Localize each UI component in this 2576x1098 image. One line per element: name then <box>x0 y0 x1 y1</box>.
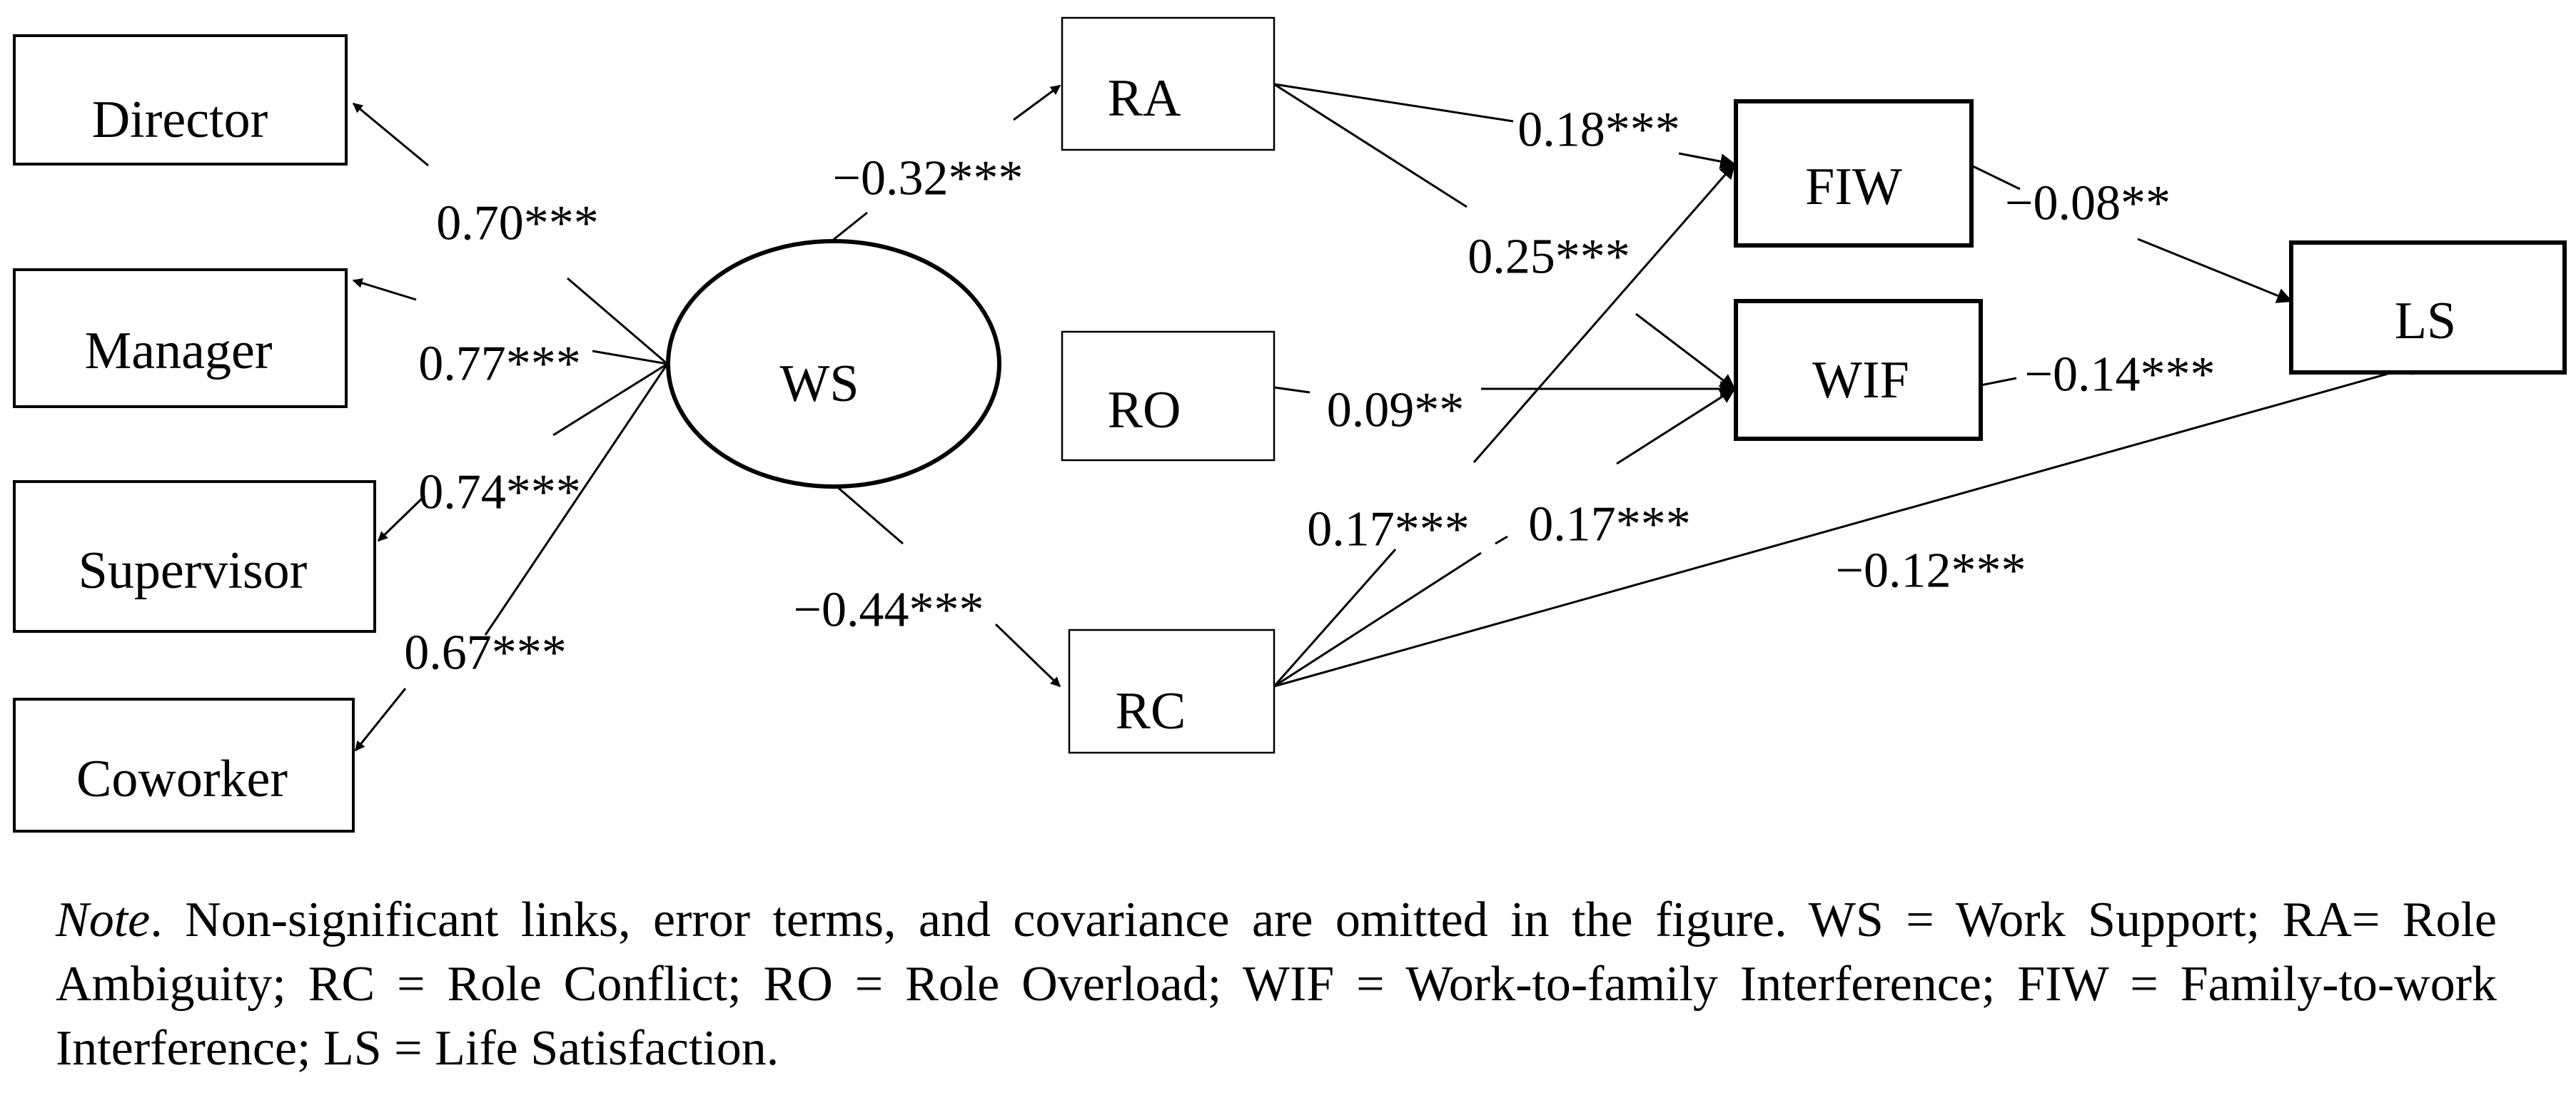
edge-rc-fiw <box>1473 163 1736 463</box>
node-coworker-label: Coworker <box>76 750 288 808</box>
edge-ws-director-lower <box>567 277 668 365</box>
figure-note: Note. Non-significant links, error terms… <box>56 888 2497 1081</box>
coef-ws-manager: 0.77*** <box>418 337 581 392</box>
node-ls <box>2289 240 2567 375</box>
coef-wif-ls: −0.14*** <box>2025 347 2216 402</box>
edge-ws-supervisor <box>377 494 426 542</box>
coef-ws-supervisor: 0.74*** <box>418 465 581 520</box>
coef-ws-director: 0.70*** <box>436 196 599 251</box>
coef-ws-coworker: 0.67*** <box>404 626 567 681</box>
note-text: . Non-significant links, error terms, an… <box>56 893 2497 1076</box>
coef-rc-wif: 0.17*** <box>1528 497 1691 552</box>
node-wif <box>1734 299 1983 441</box>
edge-wif-ls-left <box>1980 377 2017 387</box>
coef-ws-ra: −0.32*** <box>833 151 1024 206</box>
edge-ws-coworker-upper <box>484 363 669 636</box>
edge-fiw-ls <box>2137 238 2293 303</box>
coef-ro-wif: 0.09** <box>1327 383 1465 438</box>
node-ws-label: WS <box>780 355 859 413</box>
edge-ra-fiw <box>1273 83 1514 123</box>
node-director <box>13 34 348 166</box>
node-rc-label: RC <box>1116 682 1186 741</box>
coef-rc-fiw: 0.17*** <box>1307 502 1470 557</box>
edge-rc-wif-mid <box>1495 535 1508 545</box>
coef-ra-wif: 0.25*** <box>1468 230 1630 285</box>
node-fiw <box>1734 99 1974 248</box>
edge-rc-wif <box>1616 387 1736 465</box>
edge-ws-manager-lower <box>592 350 668 365</box>
edge-ws-ra <box>1013 84 1061 121</box>
edge-ws-director <box>352 102 429 167</box>
edge-rc-fiw-lower <box>1273 549 1397 687</box>
edge-ws-ra-lower <box>831 211 868 243</box>
note-lead: Note <box>56 893 151 947</box>
node-ws <box>666 239 1001 489</box>
coef-ws-rc: −0.44*** <box>794 583 984 638</box>
edge-rc-wif-lower <box>1273 551 1482 688</box>
edge-ro-wif <box>1273 386 1310 394</box>
node-supervisor-label: Supervisor <box>79 542 308 600</box>
node-manager-label: Manager <box>85 322 273 380</box>
coef-rc-ls: −0.12*** <box>1836 544 2026 599</box>
edge-ws-rc-upper <box>834 484 904 545</box>
edge-ra-wif-head <box>1635 312 1736 390</box>
edge-fiw-ls-upper <box>1971 164 2021 190</box>
node-manager <box>13 268 348 408</box>
node-wif-label: WIF <box>1812 351 1909 410</box>
edge-ws-rc <box>994 623 1061 688</box>
edge-ra-fiw-head <box>1678 152 1737 170</box>
node-ro-label: RO <box>1108 381 1181 439</box>
node-ra <box>1061 16 1276 151</box>
edge-ws-coworker <box>354 688 407 752</box>
path-diagram: Director Manager Supervisor Coworker WS … <box>13 16 2567 833</box>
node-supervisor <box>13 480 376 633</box>
edge-ws-manager <box>352 278 417 301</box>
node-ls-label: LS <box>2395 292 2456 350</box>
edge-rc-ls <box>1273 360 2425 688</box>
node-director-label: Director <box>92 91 268 149</box>
node-fiw-label: FIW <box>1805 158 1902 216</box>
coef-fiw-ls: −0.08** <box>2005 176 2171 231</box>
edge-ra-wif <box>1273 83 1468 208</box>
node-rc <box>1068 629 1276 754</box>
node-coworker <box>13 698 355 833</box>
node-ro <box>1061 330 1276 462</box>
coef-ra-fiw: 0.18*** <box>1517 103 1680 158</box>
node-ra-label: RA <box>1108 69 1181 128</box>
edge-ws-supervisor-upper <box>552 362 668 437</box>
